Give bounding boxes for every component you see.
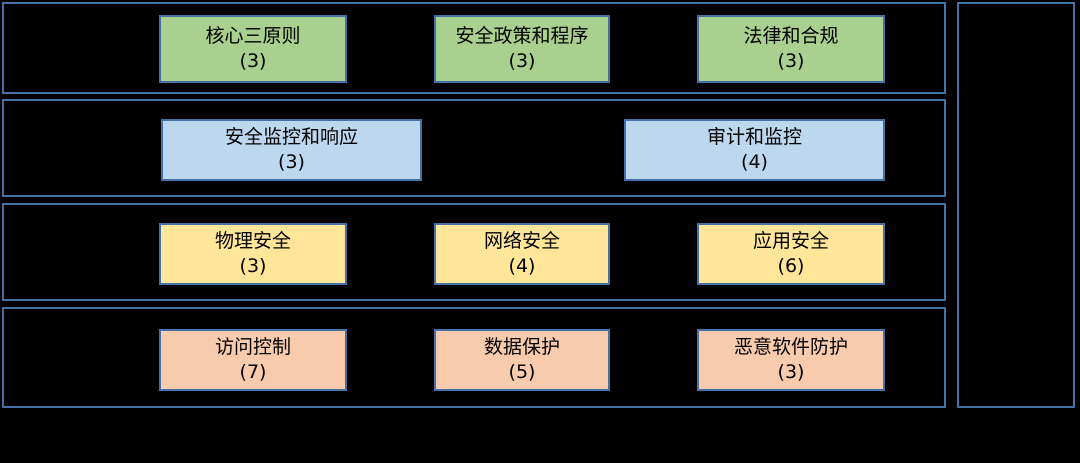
node-box[interactable]: 网络安全 (4) [434,223,610,285]
node-count: (3) [777,361,805,383]
node-box[interactable]: 审计和监控 (4) [624,119,885,181]
node-count: (7) [239,361,267,383]
node-count: (3) [278,151,305,173]
node-count: (3) [239,50,267,72]
node-label: 核心三原则 [205,24,301,47]
node-count: (4) [508,255,536,277]
node-box[interactable]: 安全监控和响应 (3) [161,119,422,181]
node-count: (6) [777,255,805,277]
node-box[interactable]: 核心三原则 (3) [159,15,347,83]
node-count: (3) [508,50,536,72]
node-count: (4) [741,151,768,173]
node-label: 网络安全 [483,229,560,252]
node-label: 法律和合规 [743,24,839,47]
node-box[interactable]: 数据保护 (5) [434,329,610,391]
node-count: (5) [508,361,536,383]
node-label: 安全监控和响应 [224,125,358,148]
node-box[interactable]: 安全政策和程序 (3) [434,15,610,83]
node-label: 访问控制 [214,335,291,358]
node-label: 安全政策和程序 [455,24,589,47]
node-label: 数据保护 [483,335,560,358]
empty-right-panel [957,2,1075,408]
node-label: 应用安全 [752,229,829,252]
layer-row-infrastructure: 物理安全 (3) 网络安全 (4) 应用安全 (6) [2,203,946,301]
node-box[interactable]: 法律和合规 (3) [697,15,885,83]
node-box[interactable]: 应用安全 (6) [697,223,885,285]
layer-row-governance: 核心三原则 (3) 安全政策和程序 (3) 法律和合规 (3) [2,2,946,94]
node-label: 恶意软件防护 [733,335,848,358]
layer-row-monitoring: 安全监控和响应 (3) 审计和监控 (4) [2,99,946,197]
node-count: (3) [777,50,805,72]
node-box[interactable]: 恶意软件防护 (3) [697,329,885,391]
node-label: 审计和监控 [706,125,802,148]
node-box[interactable]: 物理安全 (3) [159,223,347,285]
node-box[interactable]: 访问控制 (7) [159,329,347,391]
layer-row-protection: 访问控制 (7) 数据保护 (5) 恶意软件防护 (3) [2,307,946,408]
node-count: (3) [239,255,267,277]
node-label: 物理安全 [214,229,291,252]
